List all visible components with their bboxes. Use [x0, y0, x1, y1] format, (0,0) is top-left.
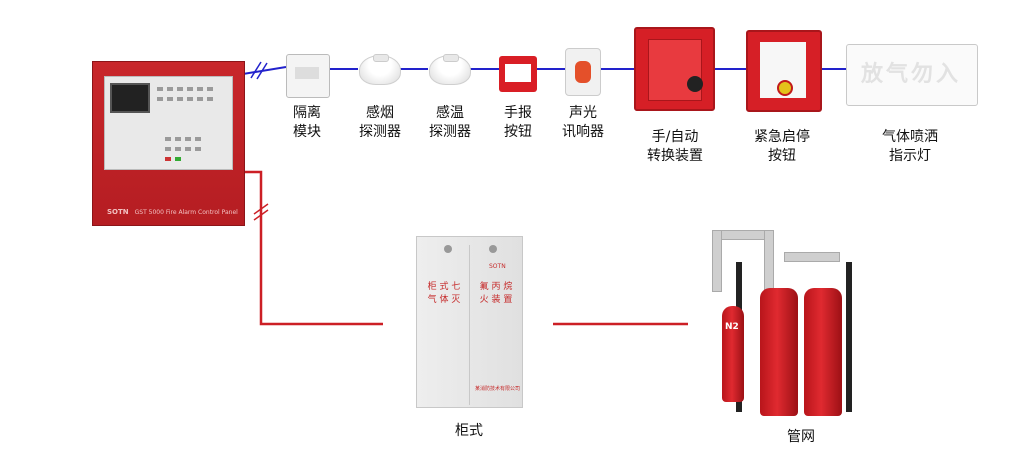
isolation-module-device: [286, 54, 330, 98]
sign-text: 放气勿入: [860, 61, 961, 87]
door-lock-icon: [489, 245, 497, 253]
cabinet-brand: SOTN: [489, 263, 506, 270]
pipe-network-system: N2: [708, 222, 858, 422]
device-label: 手/自动 转换装置: [647, 129, 703, 164]
device-label: 手报 按钮: [504, 105, 532, 140]
nitrogen-cylinder: N2: [722, 306, 744, 402]
device-label: 感温 探测器: [429, 105, 471, 140]
smoke-detector-device: [359, 54, 401, 85]
pipe-network-label: 管网: [787, 429, 815, 445]
device-label: 气体喷洒 指示灯: [882, 129, 938, 164]
agent-cylinder: [804, 288, 842, 416]
cabinet-door-text-left: 柜 式 七 气 体 灭: [427, 282, 461, 305]
bus-break-mark: [250, 61, 268, 80]
device-label: 声光 讯响器: [562, 105, 604, 140]
sounder-strobe-device: [565, 48, 601, 96]
device-label: 感烟 探测器: [359, 105, 401, 140]
manual-call-point-device: [499, 56, 537, 92]
panel-face: [104, 76, 233, 170]
cabinet-label: 柜式: [455, 423, 483, 439]
cabinet-footer: 某消防技术有限公司: [475, 386, 521, 392]
device-label: 紧急启停 按钮: [754, 129, 810, 164]
stop-button-icon: [777, 80, 793, 96]
emergency-stop-button-device: [746, 30, 822, 112]
heat-detector-device: [429, 54, 471, 85]
drive-break-mark: [253, 203, 269, 221]
gas-release-sign-device: 放气勿入: [846, 44, 978, 106]
signal-bus-line: [242, 66, 846, 75]
manual-auto-switch-device: [634, 27, 715, 111]
selector-knob-icon: [687, 76, 703, 92]
cabinet-door-text-right: 氟 丙 烷 火 装 置: [479, 282, 513, 305]
lcd-screen: [110, 83, 150, 113]
drive-line: [243, 170, 688, 326]
agent-cylinder: [760, 288, 798, 416]
device-label: 隔离 模块: [293, 105, 321, 140]
cabinet-extinguisher: SOTN 柜 式 七 气 体 灭 氟 丙 烷 火 装 置 某消防技术有限公司: [416, 236, 523, 408]
door-lock-icon: [444, 245, 452, 253]
